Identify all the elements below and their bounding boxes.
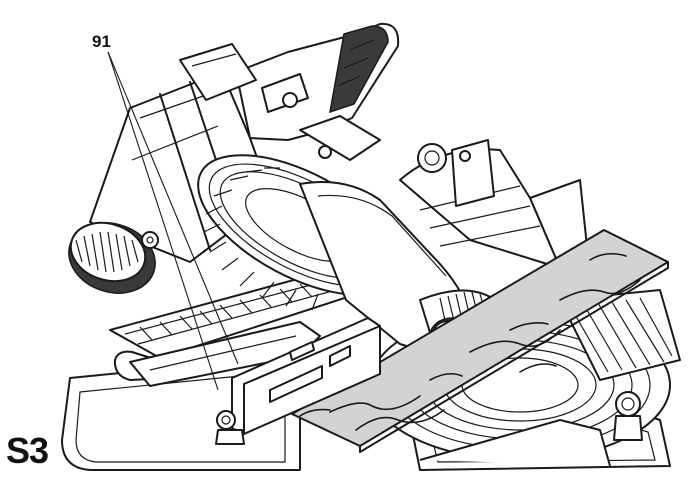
rear-fence — [399, 139, 589, 269]
callout-leaders — [107, 51, 239, 391]
wood-workpiece — [291, 229, 669, 453]
base-frame — [113, 321, 643, 467]
callout-label: 91 — [92, 32, 111, 51]
right-grille — [559, 289, 681, 381]
fence-plate-91[interactable] — [215, 317, 381, 445]
figure-label: S3 — [6, 430, 49, 471]
saw-handle[interactable] — [179, 22, 400, 161]
